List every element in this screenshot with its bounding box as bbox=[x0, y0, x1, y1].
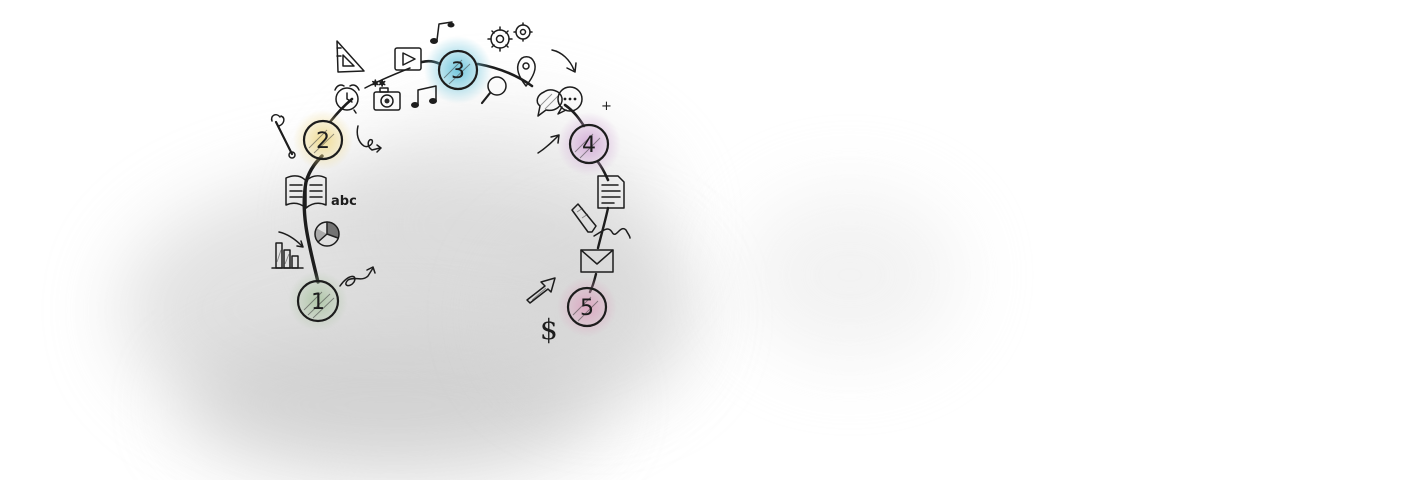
triangle-ruler-icon bbox=[336, 40, 365, 73]
document-icon bbox=[597, 175, 625, 209]
gray-watercolor-smudge bbox=[180, 330, 600, 480]
speech-bubble-icon bbox=[536, 86, 583, 117]
step-2-label: 2 bbox=[316, 129, 330, 154]
step-5-node: 5 bbox=[557, 277, 617, 337]
video-player-icon bbox=[394, 47, 422, 71]
gears-icon bbox=[487, 22, 533, 52]
dollar-icon: $ bbox=[540, 313, 558, 346]
handwriting-icon bbox=[356, 125, 382, 153]
step-3-node: 3 bbox=[424, 36, 492, 104]
wrench-icon bbox=[270, 114, 296, 159]
magnifier-icon bbox=[480, 76, 507, 105]
step-1-node: 1 bbox=[288, 271, 348, 331]
curved-arrow-icon bbox=[551, 49, 577, 73]
open-book-icon bbox=[285, 175, 327, 209]
alarm-clock-icon bbox=[334, 84, 360, 114]
step-4-label: 4 bbox=[582, 133, 596, 158]
bar-chart-icon bbox=[271, 231, 304, 269]
sparkle-icon: ✶✶ bbox=[372, 79, 385, 88]
step-3-label: 3 bbox=[451, 59, 465, 84]
plus-label: + bbox=[601, 99, 612, 114]
pie-chart-icon bbox=[314, 221, 340, 247]
handwriting-arrow-icon bbox=[339, 266, 376, 287]
step-5-label: 5 bbox=[580, 296, 594, 321]
map-pin-icon bbox=[516, 56, 536, 87]
music-note-icon bbox=[411, 85, 437, 108]
curved-arrow-icon bbox=[537, 134, 560, 154]
gray-watercolor-smudge bbox=[740, 190, 960, 360]
camera-icon: ✶✶ bbox=[371, 78, 401, 111]
envelope-icon bbox=[580, 249, 614, 273]
step-1-label: 1 bbox=[311, 290, 325, 315]
abc-label: abc bbox=[331, 194, 357, 209]
music-note-icon bbox=[430, 21, 455, 44]
step-4-node: 4 bbox=[557, 112, 621, 176]
arrow-icon bbox=[526, 277, 556, 304]
pen-icon bbox=[571, 203, 631, 239]
step-2-node: 2 bbox=[293, 110, 353, 170]
